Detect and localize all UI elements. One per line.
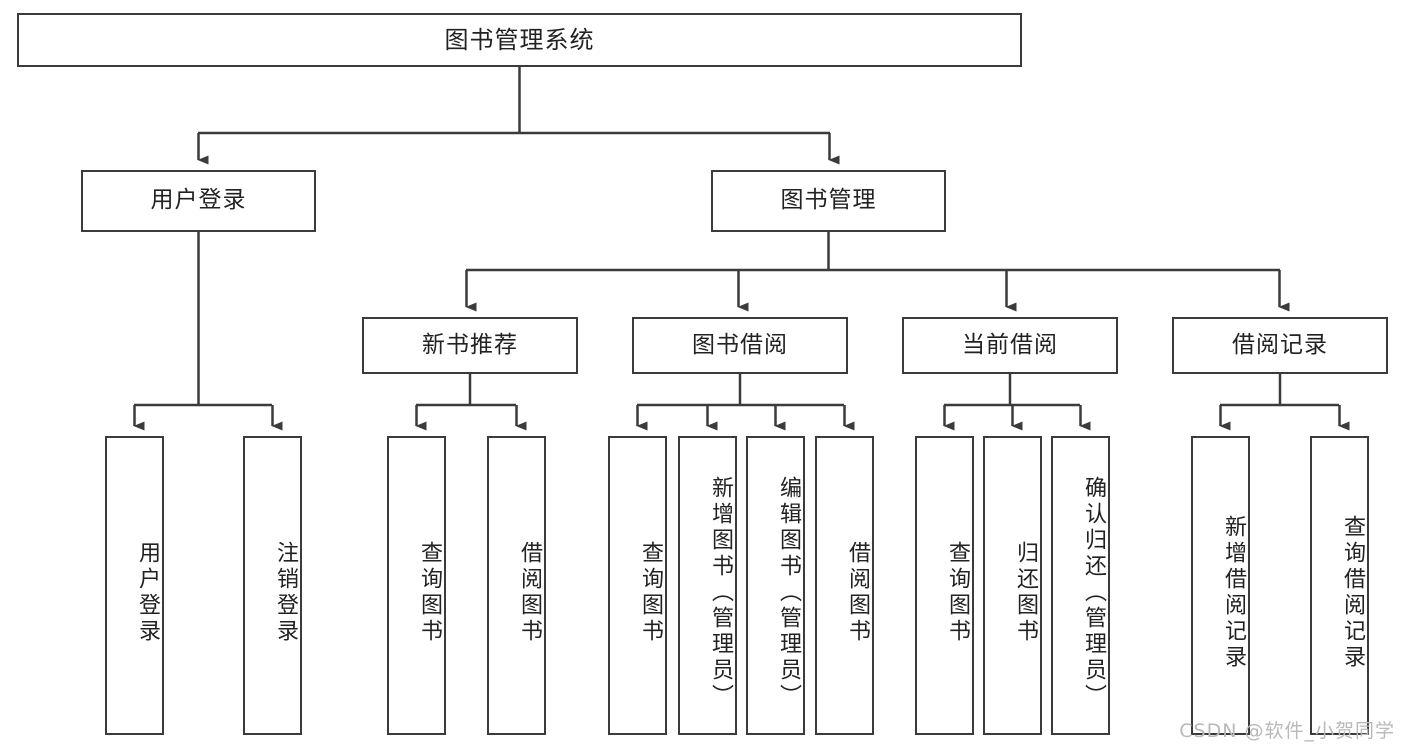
leaf-node-borrow-books-recommend[interactable]: 借阅图书 — [487, 436, 546, 735]
node-label: 借阅图书 — [845, 540, 870, 645]
node-label: 新书推荐 — [422, 331, 518, 358]
node-borrowing-records[interactable]: 借阅记录 — [1172, 317, 1388, 374]
node-label: 用户登录 — [135, 540, 160, 645]
leaf-node-edit-book-admin[interactable]: 编辑图书（管理员） — [746, 436, 805, 735]
watermark-text: CSDN @软件_小贺同学 — [1179, 720, 1395, 742]
leaf-node-borrow-books[interactable]: 借阅图书 — [815, 436, 874, 735]
node-root-system[interactable]: 图书管理系统 — [17, 13, 1022, 67]
node-book-borrowing[interactable]: 图书借阅 — [632, 317, 848, 374]
leaf-node-return-books[interactable]: 归还图书 — [983, 436, 1042, 735]
node-label: 新增借阅记录 — [1221, 514, 1246, 671]
node-label: 编辑图书（管理员） — [776, 475, 801, 710]
leaf-node-query-borrow-record[interactable]: 查询借阅记录 — [1310, 436, 1369, 735]
node-label: 图书借阅 — [692, 331, 788, 358]
node-label: 查询图书 — [638, 540, 663, 645]
node-label: 用户登录 — [150, 187, 247, 214]
leaf-node-add-book-admin[interactable]: 新增图书（管理员） — [678, 436, 737, 735]
leaf-node-confirm-return-admin[interactable]: 确认归还（管理员） — [1051, 436, 1110, 735]
leaf-node-query-books-recommend[interactable]: 查询图书 — [387, 436, 446, 735]
node-label: 图书管理 — [780, 187, 877, 214]
node-label: 图书管理系统 — [444, 25, 595, 54]
node-label: 当前借阅 — [962, 331, 1058, 358]
node-label: 查询借阅记录 — [1340, 514, 1365, 671]
node-label: 新增图书（管理员） — [708, 475, 733, 710]
node-label: 归还图书 — [1013, 540, 1038, 645]
leaf-node-logout[interactable]: 注销登录 — [243, 436, 302, 735]
node-label: 查询图书 — [945, 540, 970, 645]
node-current-borrowing[interactable]: 当前借阅 — [902, 317, 1118, 374]
node-new-book-recommendation[interactable]: 新书推荐 — [362, 317, 578, 374]
node-label: 确认归还（管理员） — [1081, 475, 1106, 710]
node-user-login-module[interactable]: 用户登录 — [81, 170, 316, 232]
leaf-node-query-books-borrowing[interactable]: 查询图书 — [608, 436, 667, 735]
node-label: 借阅记录 — [1232, 331, 1328, 358]
leaf-node-query-books-current[interactable]: 查询图书 — [915, 436, 974, 735]
node-label: 借阅图书 — [517, 540, 542, 645]
node-label: 注销登录 — [273, 540, 298, 645]
leaf-node-add-borrow-record[interactable]: 新增借阅记录 — [1191, 436, 1250, 735]
node-book-management-module[interactable]: 图书管理 — [711, 170, 946, 232]
leaf-node-user-login[interactable]: 用户登录 — [105, 436, 164, 735]
node-label: 查询图书 — [417, 540, 442, 645]
